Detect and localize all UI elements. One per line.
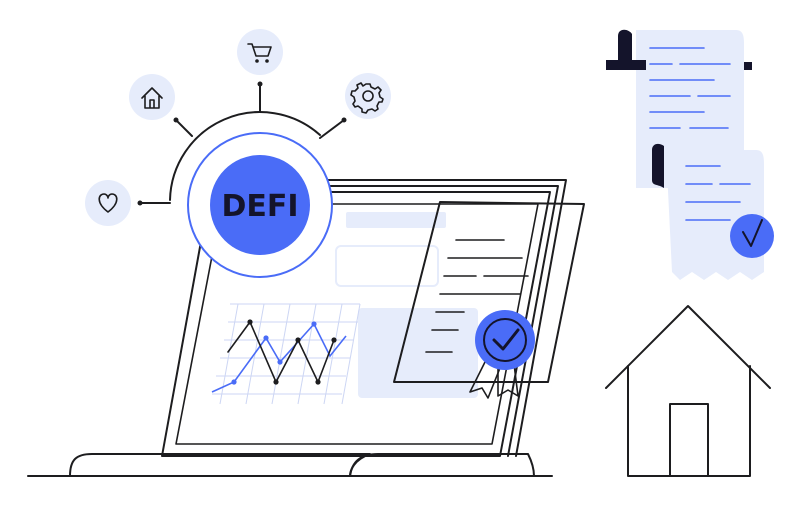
defi-hub: DEFI [137, 81, 347, 278]
certificate-icon [393, 201, 585, 399]
receipt-scroll-icon [606, 29, 774, 280]
checkmark-icon [492, 328, 520, 351]
house-icon [605, 305, 771, 477]
defi-label: DEFI [221, 189, 298, 224]
cart-icon [237, 29, 283, 75]
home-icon [129, 74, 175, 120]
heart-icon [85, 180, 131, 226]
line-chart-icon [211, 303, 361, 405]
gear-icon [345, 73, 391, 119]
ribbon-seal-icon [469, 310, 535, 399]
